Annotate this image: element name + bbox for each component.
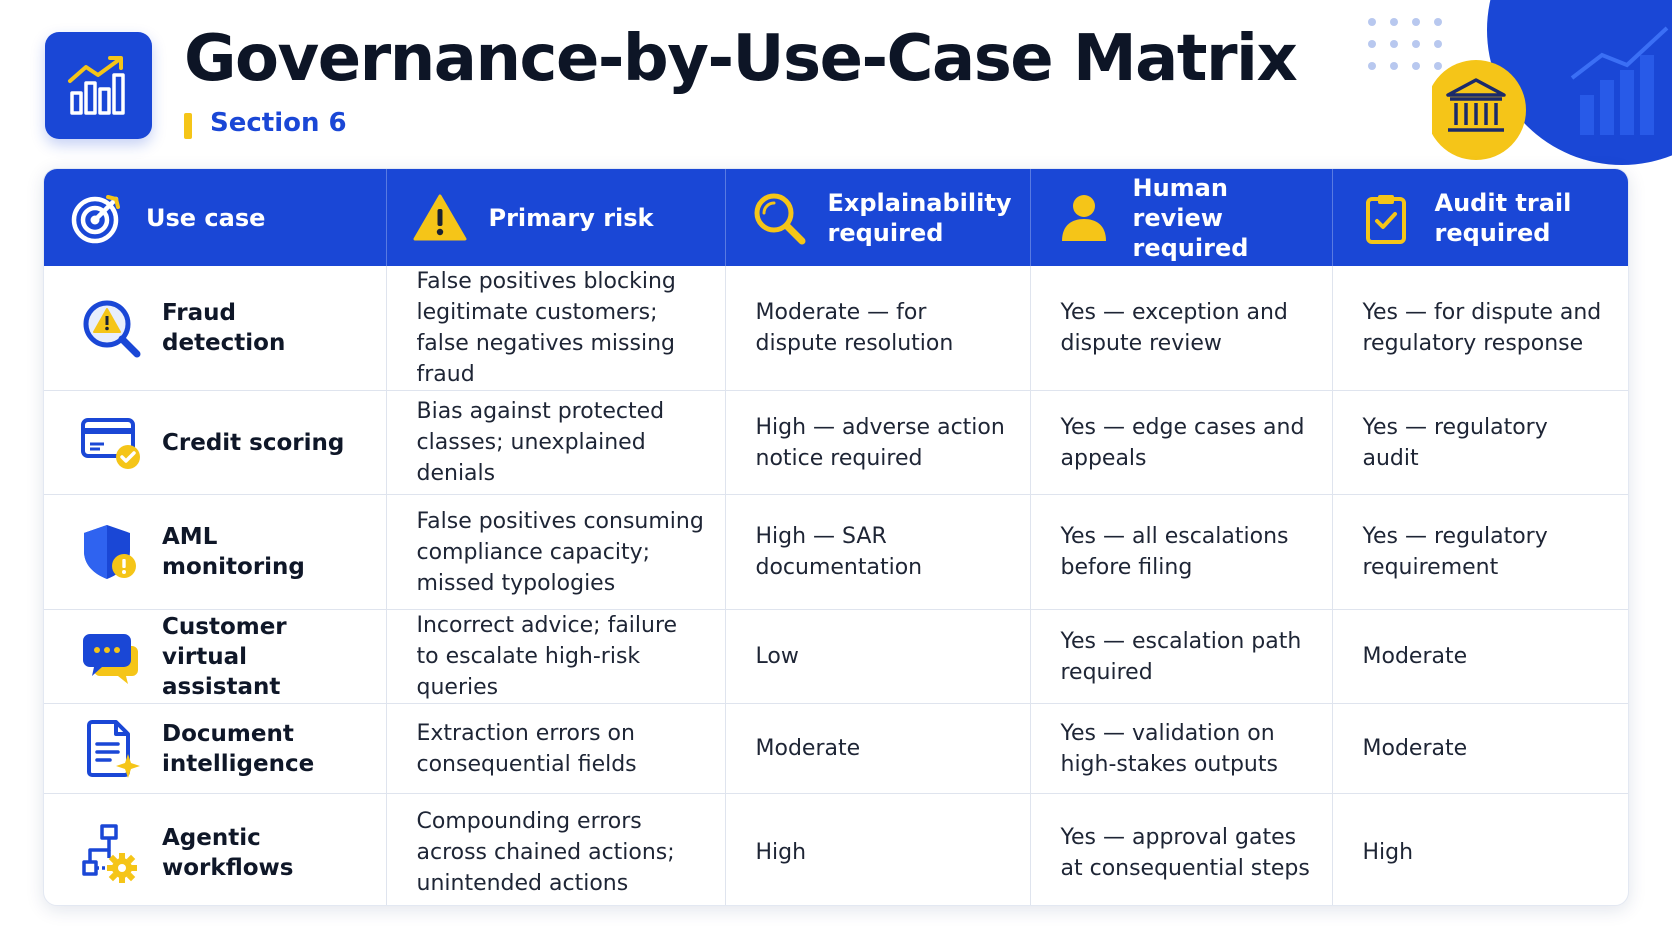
- human-review-cell: Yes — exception and dispute review: [1030, 266, 1333, 391]
- table-row: Document intelligence Extraction errors …: [44, 703, 1628, 794]
- explainability-cell: High — adverse action notice required: [725, 390, 1031, 495]
- primary-risk-cell: False positives blocking legitimate cust…: [386, 266, 726, 391]
- audit-trail-cell: High: [1362, 840, 1414, 866]
- person-icon: [1057, 191, 1111, 245]
- use-case-cell: Customer virtual assistant: [44, 609, 387, 704]
- column-header-label: Primary risk: [488, 203, 654, 232]
- clipboard-check-icon: [1359, 191, 1413, 245]
- primary-risk-cell: Bias against protected classes; unexplai…: [386, 390, 726, 495]
- document-sparkle-icon: [80, 718, 142, 780]
- use-case-cell: AML monitoring: [44, 494, 387, 610]
- governance-matrix: Use case Primary: [43, 168, 1629, 906]
- use-case-label: Customer virtual assistant: [162, 613, 287, 700]
- human-review-cell: Yes — all escalations before filing: [1030, 494, 1333, 610]
- human-review-cell: Yes — escalation path required: [1030, 609, 1333, 704]
- use-case-label: Credit scoring: [162, 429, 345, 456]
- audit-trail-cell: Yes — regulatory requirement: [1332, 494, 1628, 610]
- shield-alert-icon: [80, 521, 142, 583]
- column-header-label: Explainability required: [827, 188, 1012, 247]
- explainability-cell: Moderate: [725, 703, 1031, 794]
- magnifier-icon: [752, 191, 806, 245]
- column-header-label: Audit trail required: [1434, 188, 1572, 247]
- column-header-use-case: Use case: [44, 169, 387, 266]
- primary-risk-cell: False positives consuming compliance cap…: [386, 494, 726, 610]
- explainability-cell: High — SAR documentation: [725, 494, 1031, 610]
- table-row: Credit scoring Bias against protected cl…: [44, 390, 1628, 495]
- use-case-cell: Agentic workflows: [44, 793, 387, 905]
- chat-bubble-icon: [80, 626, 142, 688]
- credit-card-check-icon: [80, 412, 142, 474]
- primary-risk-cell: Extraction errors on consequential field…: [386, 703, 726, 794]
- table-row: Customer virtual assistant Incorrect adv…: [44, 609, 1628, 704]
- column-header-human-review: Human review required: [1030, 169, 1333, 266]
- table-row: Agentic workflows Compounding errors acr…: [44, 793, 1628, 905]
- column-header-audit-trail: Audit trail required: [1332, 169, 1628, 266]
- bank-icon: [1432, 60, 1526, 160]
- audit-trail-cell: Moderate: [1332, 609, 1628, 704]
- explainability-cell: Moderate — for dispute resolution: [725, 266, 1031, 391]
- section-label: Section 6: [210, 108, 347, 138]
- column-header-label: Use case: [146, 203, 266, 232]
- warning-icon: [413, 191, 467, 245]
- explainability-cell: High: [725, 793, 1031, 905]
- chart-logo-icon: [45, 32, 152, 139]
- workflow-gear-icon: [80, 822, 142, 884]
- corner-decoration: [1432, 0, 1672, 165]
- magnifier-warning-icon: [80, 297, 142, 359]
- use-case-label: AML monitoring: [162, 524, 305, 580]
- dot-grid-decoration: [1368, 18, 1442, 70]
- audit-trail-cell: Moderate: [1332, 703, 1628, 794]
- table-row: AML monitoring False positives consuming…: [44, 494, 1628, 610]
- table-row: Fraud detection False positives blocking…: [44, 266, 1628, 391]
- audit-trail-cell: Yes — for dispute and regulatory respons…: [1332, 266, 1628, 391]
- audit-trail-cell: Yes — regulatory audit: [1332, 390, 1628, 495]
- use-case-cell: Fraud detection: [44, 266, 387, 391]
- use-case-cell: Credit scoring: [44, 390, 387, 495]
- use-case-cell: Document intelligence: [44, 703, 387, 794]
- explainability-cell: Low: [725, 609, 1031, 704]
- human-review-cell: Yes — approval gates at consequential st…: [1030, 793, 1333, 905]
- column-header-label: Human review required: [1132, 173, 1249, 262]
- human-review-cell: Yes — edge cases and appeals: [1030, 390, 1333, 495]
- use-case-label: Fraud detection: [162, 300, 286, 356]
- column-header-primary-risk: Primary risk: [386, 169, 726, 266]
- primary-risk-cell: Compounding errors across chained action…: [386, 793, 726, 905]
- column-header-explainability: Explainability required: [725, 169, 1031, 266]
- subtitle-accent-bar: [184, 113, 192, 139]
- primary-risk-cell: Incorrect advice; failure to escalate hi…: [386, 609, 726, 704]
- target-icon: [70, 191, 124, 245]
- use-case-label: Document intelligence: [162, 720, 315, 777]
- human-review-cell: Yes — validation on high-stakes outputs: [1030, 703, 1333, 794]
- header-row: Use case Primary: [44, 169, 1628, 266]
- page-title: Governance-by-Use-Case Matrix: [184, 22, 1298, 96]
- use-case-label: Agentic workflows: [162, 824, 294, 881]
